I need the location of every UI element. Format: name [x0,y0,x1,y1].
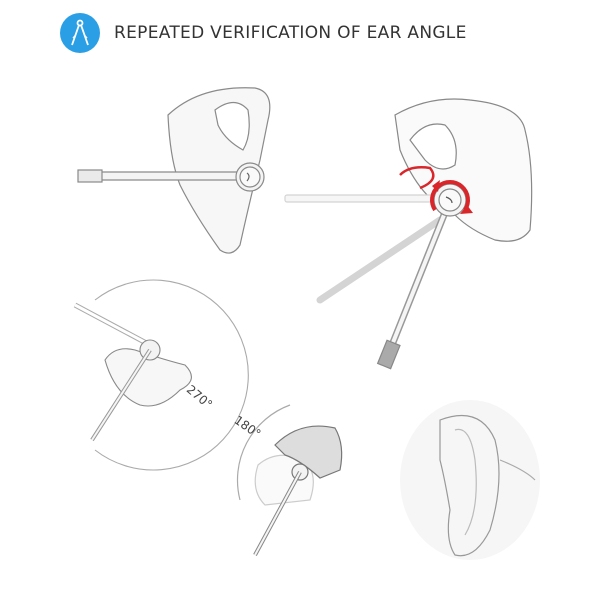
header: REPEATED VERIFICATION OF EAR ANGLE [60,13,467,53]
headset-side-view [77,87,271,254]
ear-sketch [400,400,540,560]
headset-rotation [284,98,533,370]
drafting-compass-icon [60,13,100,53]
headset-180-rotation [236,404,343,556]
page-title: REPEATED VERIFICATION OF EAR ANGLE [114,23,467,43]
headset-270-rotation [73,279,249,471]
